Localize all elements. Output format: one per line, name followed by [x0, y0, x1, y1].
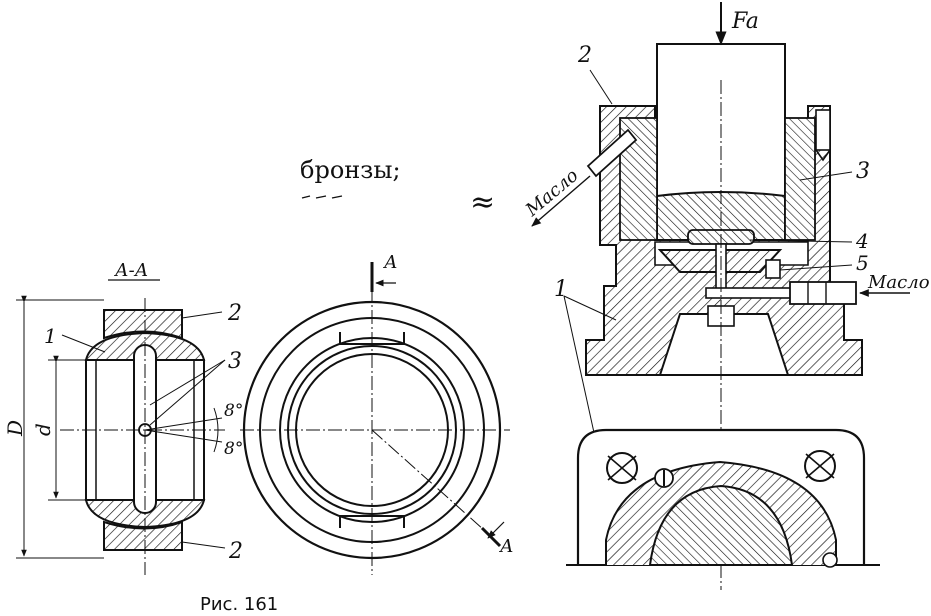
label-housing-1: 1	[554, 277, 568, 302]
label-housing-2: 2	[577, 43, 592, 68]
underline-wavy	[301, 195, 343, 199]
section-label: А-А	[113, 260, 148, 281]
oil-label-right: Масло	[867, 272, 930, 293]
screw-top	[815, 109, 831, 151]
dimension-inner-label: d	[31, 423, 55, 436]
label-housing-4: 4	[855, 229, 869, 253]
angle-upper-label: 8°	[224, 401, 243, 421]
dimension-outer-label: D	[3, 420, 27, 437]
oil-label-left: Масло	[521, 165, 583, 221]
label-part-2-bottom: 2	[228, 539, 243, 564]
pin-5	[765, 259, 781, 279]
plan-shaft	[648, 484, 794, 566]
approx-symbol: ≈	[470, 185, 495, 220]
label-housing-5: 5	[856, 251, 869, 275]
angle-lower-label: 8°	[224, 439, 243, 459]
label-part-3: 3	[228, 349, 242, 374]
cut-label-bottom: А	[498, 536, 514, 557]
housing-cavity	[658, 313, 790, 376]
force-label: Fa	[731, 9, 759, 34]
oil-fitting	[789, 281, 857, 305]
bushing-right	[784, 117, 816, 241]
oil-pipe-left	[586, 128, 638, 178]
cut-label-top: А	[382, 252, 398, 273]
label-part-1: 1	[44, 324, 57, 348]
label-housing-3: 3	[856, 159, 870, 184]
label-part-2-top: 2	[227, 301, 242, 326]
text-fragment: бронзы;	[300, 156, 401, 184]
figure-caption: Рис. 161	[200, 594, 278, 615]
section-view-aa: А-А D d 1 2 2 3 8° 8°	[3, 260, 243, 575]
assembly-view: Fa Масло Масло 1 2 3 4 5	[521, 2, 930, 590]
front-view: А А	[240, 252, 514, 575]
fitting-plan	[822, 552, 838, 568]
